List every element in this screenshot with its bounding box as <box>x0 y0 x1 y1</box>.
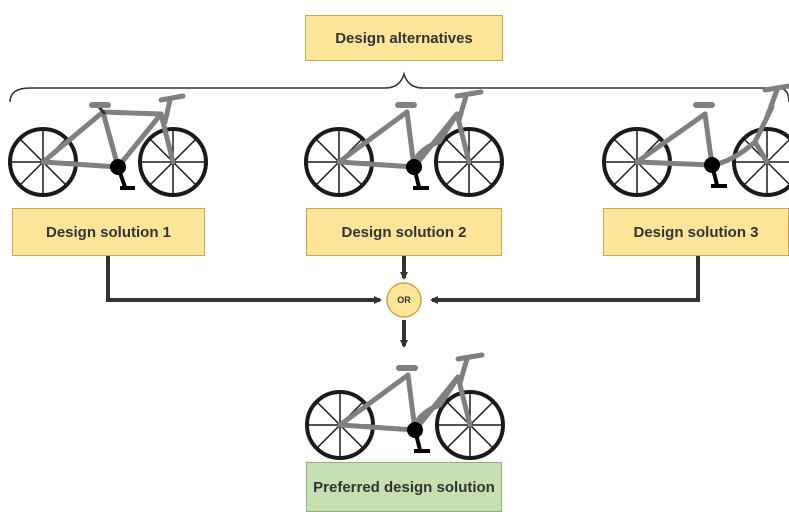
grouping-brace <box>9 71 789 103</box>
design-solution-1-label: Design solution 1 <box>45 223 171 241</box>
connector-solution-3 <box>430 256 700 304</box>
bicycle-1-icon <box>10 96 206 195</box>
design-solution-2-box: Design solution 2 <box>306 208 502 256</box>
bicycle-2-icon <box>306 92 502 195</box>
design-solution-1-box: Design solution 1 <box>12 208 205 256</box>
connector-solution-1 <box>106 256 382 304</box>
or-junction <box>386 282 422 318</box>
or-junction-label: OR <box>397 295 411 305</box>
preferred-bicycle-icon <box>307 355 503 458</box>
design-solution-2-label: Design solution 2 <box>341 223 467 241</box>
preferred-design-solution-box: Preferred design solution <box>306 462 502 512</box>
design-alternatives-box: Design alternatives <box>305 15 503 61</box>
design-alternatives-label: Design alternatives <box>335 29 473 47</box>
design-solution-3-label: Design solution 3 <box>633 223 759 241</box>
preferred-design-solution-label: Preferred design solution <box>313 478 495 496</box>
bicycle-3-icon <box>604 86 789 195</box>
design-solution-3-box: Design solution 3 <box>603 208 789 256</box>
